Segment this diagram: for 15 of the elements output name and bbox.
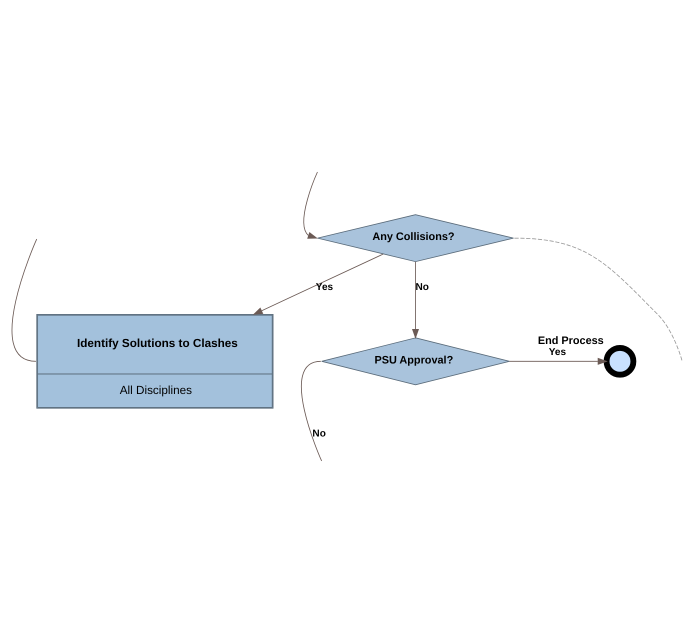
edge-label: Yes xyxy=(548,346,566,358)
connector xyxy=(300,360,322,461)
node-diamond: Any Collisions? xyxy=(317,214,514,262)
node-label: End Process xyxy=(538,334,604,347)
edge-label: Yes xyxy=(316,281,334,292)
node-circle xyxy=(604,344,636,378)
arrow xyxy=(508,357,608,364)
arrow xyxy=(303,171,318,238)
connector xyxy=(514,237,682,360)
node-diamond: PSU Approval? xyxy=(321,336,510,385)
edge-label: No xyxy=(312,428,326,439)
arrow xyxy=(252,253,384,314)
arrow xyxy=(412,260,420,339)
connector xyxy=(12,238,38,362)
edge-label: No xyxy=(416,281,429,292)
